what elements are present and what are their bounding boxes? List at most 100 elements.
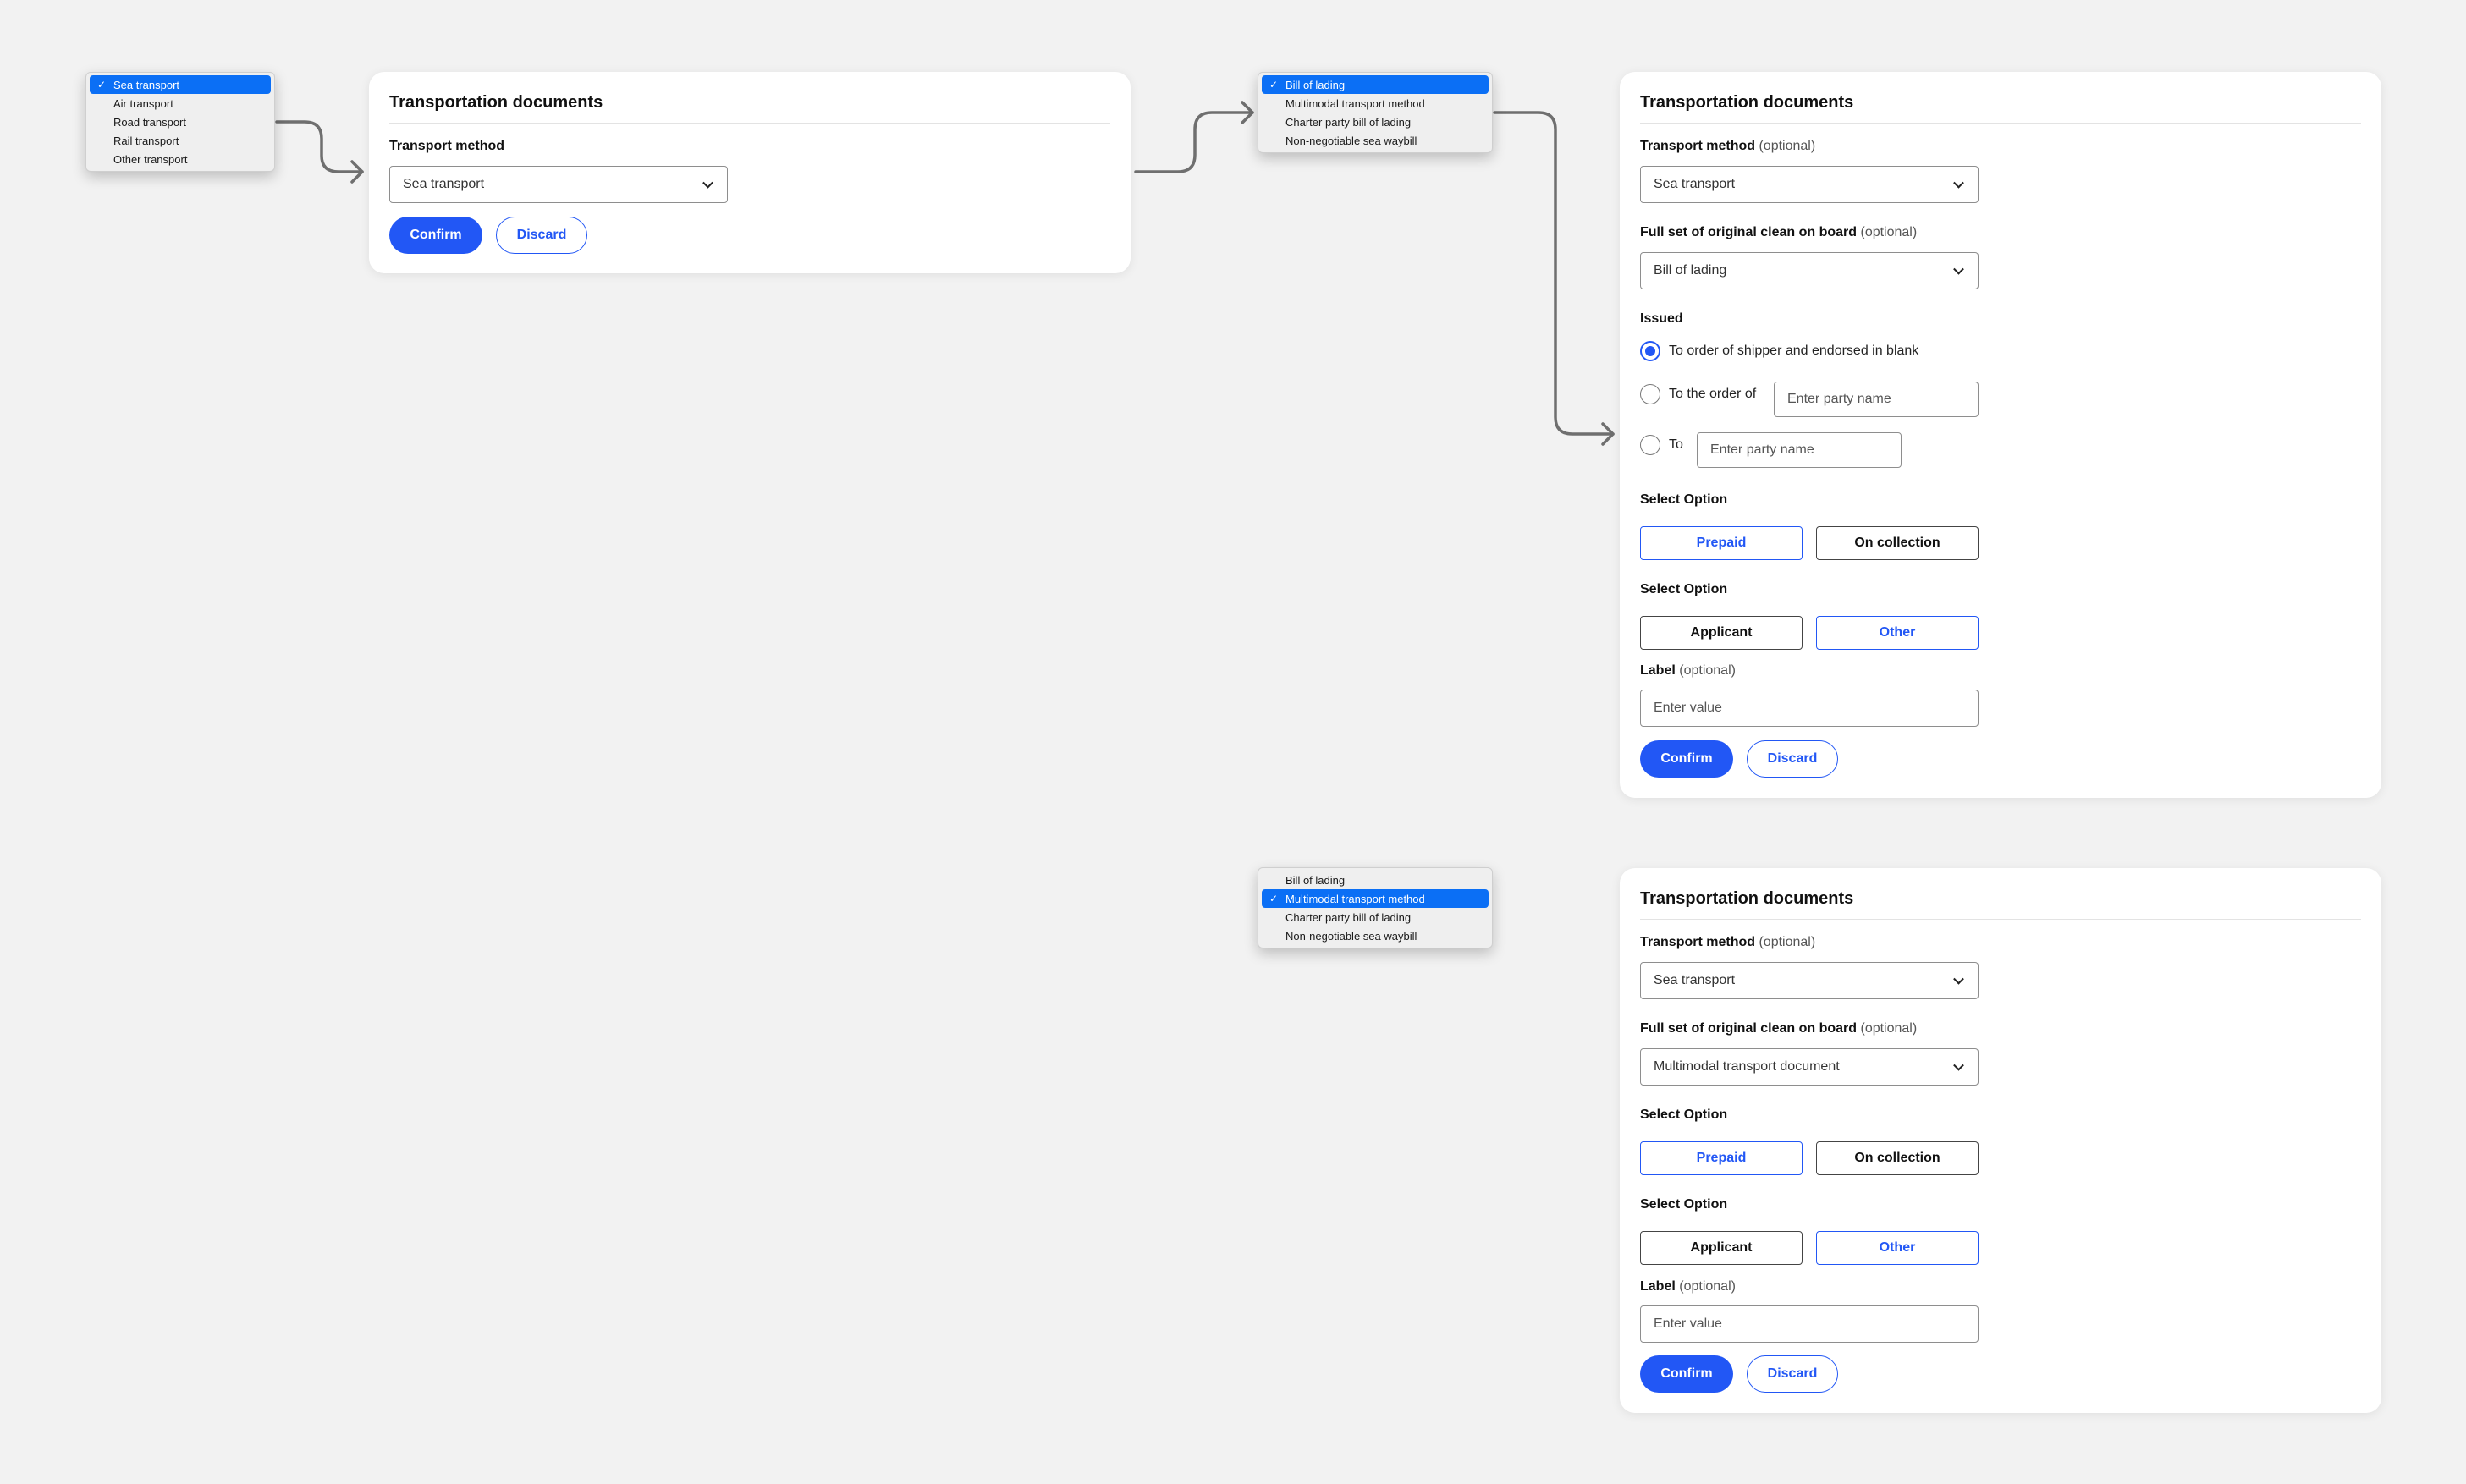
check-icon: ✓ <box>1269 79 1279 91</box>
radio-to[interactable]: To <box>1640 432 1683 458</box>
radio-unchecked-icon[interactable] <box>1640 435 1660 455</box>
prepaid-button[interactable]: Prepaid <box>1640 1141 1803 1175</box>
input-placeholder: Enter party name <box>1710 442 1814 457</box>
party-name-input[interactable]: Enter party name <box>1697 432 1902 468</box>
optional-tag: (optional) <box>1679 663 1736 678</box>
other-button[interactable]: Other <box>1816 616 1979 650</box>
party-option-label: Select Option <box>1640 582 1728 596</box>
input-placeholder: Enter value <box>1654 1316 1722 1331</box>
applicant-button[interactable]: Applicant <box>1640 616 1803 650</box>
menu-item-label: Multimodal transport method <box>1285 96 1425 110</box>
menu-item-air-transport[interactable]: Air transport <box>90 94 271 113</box>
menu-item-sea-transport[interactable]: ✓ Sea transport <box>90 75 271 94</box>
arrow-menu-to-card1 <box>275 120 364 173</box>
label-text: Full set of original clean on board <box>1640 225 1858 239</box>
transport-method-label: Transport method (optional) <box>1640 935 1815 950</box>
menu-item-road-transport[interactable]: Road transport <box>90 113 271 131</box>
menu-item-label: Non-negotiable sea waybill <box>1285 929 1417 943</box>
label-text: Transport method <box>1640 935 1756 949</box>
radio-label: To order of shipper and endorsed in blan… <box>1669 344 1919 358</box>
chevron-down-icon <box>1953 177 1964 189</box>
select-value: Sea transport <box>403 177 485 191</box>
menu-item-label: Bill of lading <box>1285 873 1346 887</box>
chevron-down-icon <box>1953 973 1964 985</box>
menu-item-label: Air transport <box>113 96 173 110</box>
menu-item-label: Sea transport <box>113 78 180 91</box>
radio-label: To the order of <box>1669 387 1757 401</box>
label-input[interactable]: Enter value <box>1640 690 1979 727</box>
menu-item-sea-waybill[interactable]: Non-negotiable sea waybill <box>1262 926 1489 945</box>
discard-button[interactable]: Discard <box>1747 740 1838 778</box>
card-title: Transportation documents <box>1640 93 1854 112</box>
confirm-button[interactable]: Confirm <box>1640 1355 1733 1393</box>
radio-label: To <box>1669 437 1683 452</box>
radio-to-the-order-of[interactable]: To the order of <box>1640 382 1756 407</box>
label-text: Full set of original clean on board <box>1640 1021 1858 1036</box>
party-name-input[interactable]: Enter party name <box>1774 382 1979 417</box>
radio-unchecked-icon[interactable] <box>1640 384 1660 404</box>
on-collection-button[interactable]: On collection <box>1816 526 1979 560</box>
select-value: Sea transport <box>1654 177 1736 191</box>
radio-order-of-shipper[interactable]: To order of shipper and endorsed in blan… <box>1640 338 1918 364</box>
transport-method-label: Transport method <box>389 139 504 154</box>
transport-method-select[interactable]: Sea transport <box>1640 166 1979 203</box>
select-value: Sea transport <box>1654 973 1736 987</box>
arrow-right-icon <box>350 160 364 184</box>
label-text: Label <box>1640 1279 1676 1294</box>
other-button[interactable]: Other <box>1816 1231 1979 1265</box>
transport-card-multimodal: Transportation documents Transport metho… <box>1620 868 2381 1413</box>
menu-item-multimodal[interactable]: Multimodal transport method <box>1262 94 1489 113</box>
menu-item-bill-of-lading[interactable]: ✓ Bill of lading <box>1262 75 1489 94</box>
label-input[interactable]: Enter value <box>1640 1305 1979 1343</box>
menu-item-rail-transport[interactable]: Rail transport <box>90 131 271 150</box>
input-placeholder: Enter party name <box>1787 392 1891 406</box>
applicant-button[interactable]: Applicant <box>1640 1231 1803 1265</box>
divider <box>389 123 1110 124</box>
transport-method-select[interactable]: Sea transport <box>1640 962 1979 999</box>
check-icon: ✓ <box>1269 893 1279 904</box>
label-text: Transport method <box>389 139 505 153</box>
confirm-button[interactable]: Confirm <box>1640 740 1733 778</box>
issued-label: Issued <box>1640 311 1683 326</box>
menu-item-other-transport[interactable]: Other transport <box>90 150 271 168</box>
menu-item-multimodal[interactable]: ✓ Multimodal transport method <box>1262 889 1489 908</box>
transport-method-label: Transport method (optional) <box>1640 139 1815 154</box>
check-icon: ✓ <box>97 79 107 91</box>
card-title: Transportation documents <box>389 93 603 112</box>
menu-item-label: Charter party bill of lading <box>1285 115 1412 129</box>
document-type-menu: Bill of lading ✓ Multimodal transport me… <box>1258 867 1493 948</box>
full-set-label: Full set of original clean on board (opt… <box>1640 1021 1917 1036</box>
menu-item-bill-of-lading[interactable]: Bill of lading <box>1262 871 1489 889</box>
transport-method-select[interactable]: Sea transport <box>389 166 728 203</box>
menu-item-label: Bill of lading <box>1285 78 1346 91</box>
discard-button[interactable]: Discard <box>496 217 587 254</box>
discard-button[interactable]: Discard <box>1747 1355 1838 1393</box>
menu-item-charter-party[interactable]: Charter party bill of lading <box>1262 908 1489 926</box>
party-option-label: Select Option <box>1640 1197 1728 1212</box>
menu-item-charter-party[interactable]: Charter party bill of lading <box>1262 113 1489 131</box>
confirm-button[interactable]: Confirm <box>389 217 482 254</box>
on-collection-button[interactable]: On collection <box>1816 1141 1979 1175</box>
label-text: Label <box>1640 663 1676 678</box>
document-type-select[interactable]: Bill of lading <box>1640 252 1979 289</box>
optional-tag: (optional) <box>1759 139 1816 153</box>
select-value: Multimodal transport document <box>1654 1059 1840 1074</box>
optional-tag: (optional) <box>1860 1021 1918 1036</box>
divider <box>1640 919 2361 920</box>
arrow-card1-to-menu <box>1134 111 1254 173</box>
prepaid-button[interactable]: Prepaid <box>1640 526 1803 560</box>
menu-item-label: Multimodal transport method <box>1285 892 1425 905</box>
optional-tag: (optional) <box>1679 1279 1736 1294</box>
transport-card-bill-of-lading: Transportation documents Transport metho… <box>1620 72 2381 798</box>
menu-item-label: Road transport <box>113 115 186 129</box>
chevron-down-icon <box>702 177 713 189</box>
transport-card-step1: Transportation documents Transport metho… <box>369 72 1131 273</box>
radio-checked-icon[interactable] <box>1640 341 1660 361</box>
label-field-label: Label (optional) <box>1640 1279 1736 1294</box>
divider <box>1640 123 2361 124</box>
menu-item-sea-waybill[interactable]: Non-negotiable sea waybill <box>1262 131 1489 150</box>
arrow-right-icon <box>1241 101 1254 124</box>
document-type-menu: ✓ Bill of lading Multimodal transport me… <box>1258 72 1493 153</box>
select-value: Bill of lading <box>1654 263 1727 278</box>
document-type-select[interactable]: Multimodal transport document <box>1640 1048 1979 1086</box>
